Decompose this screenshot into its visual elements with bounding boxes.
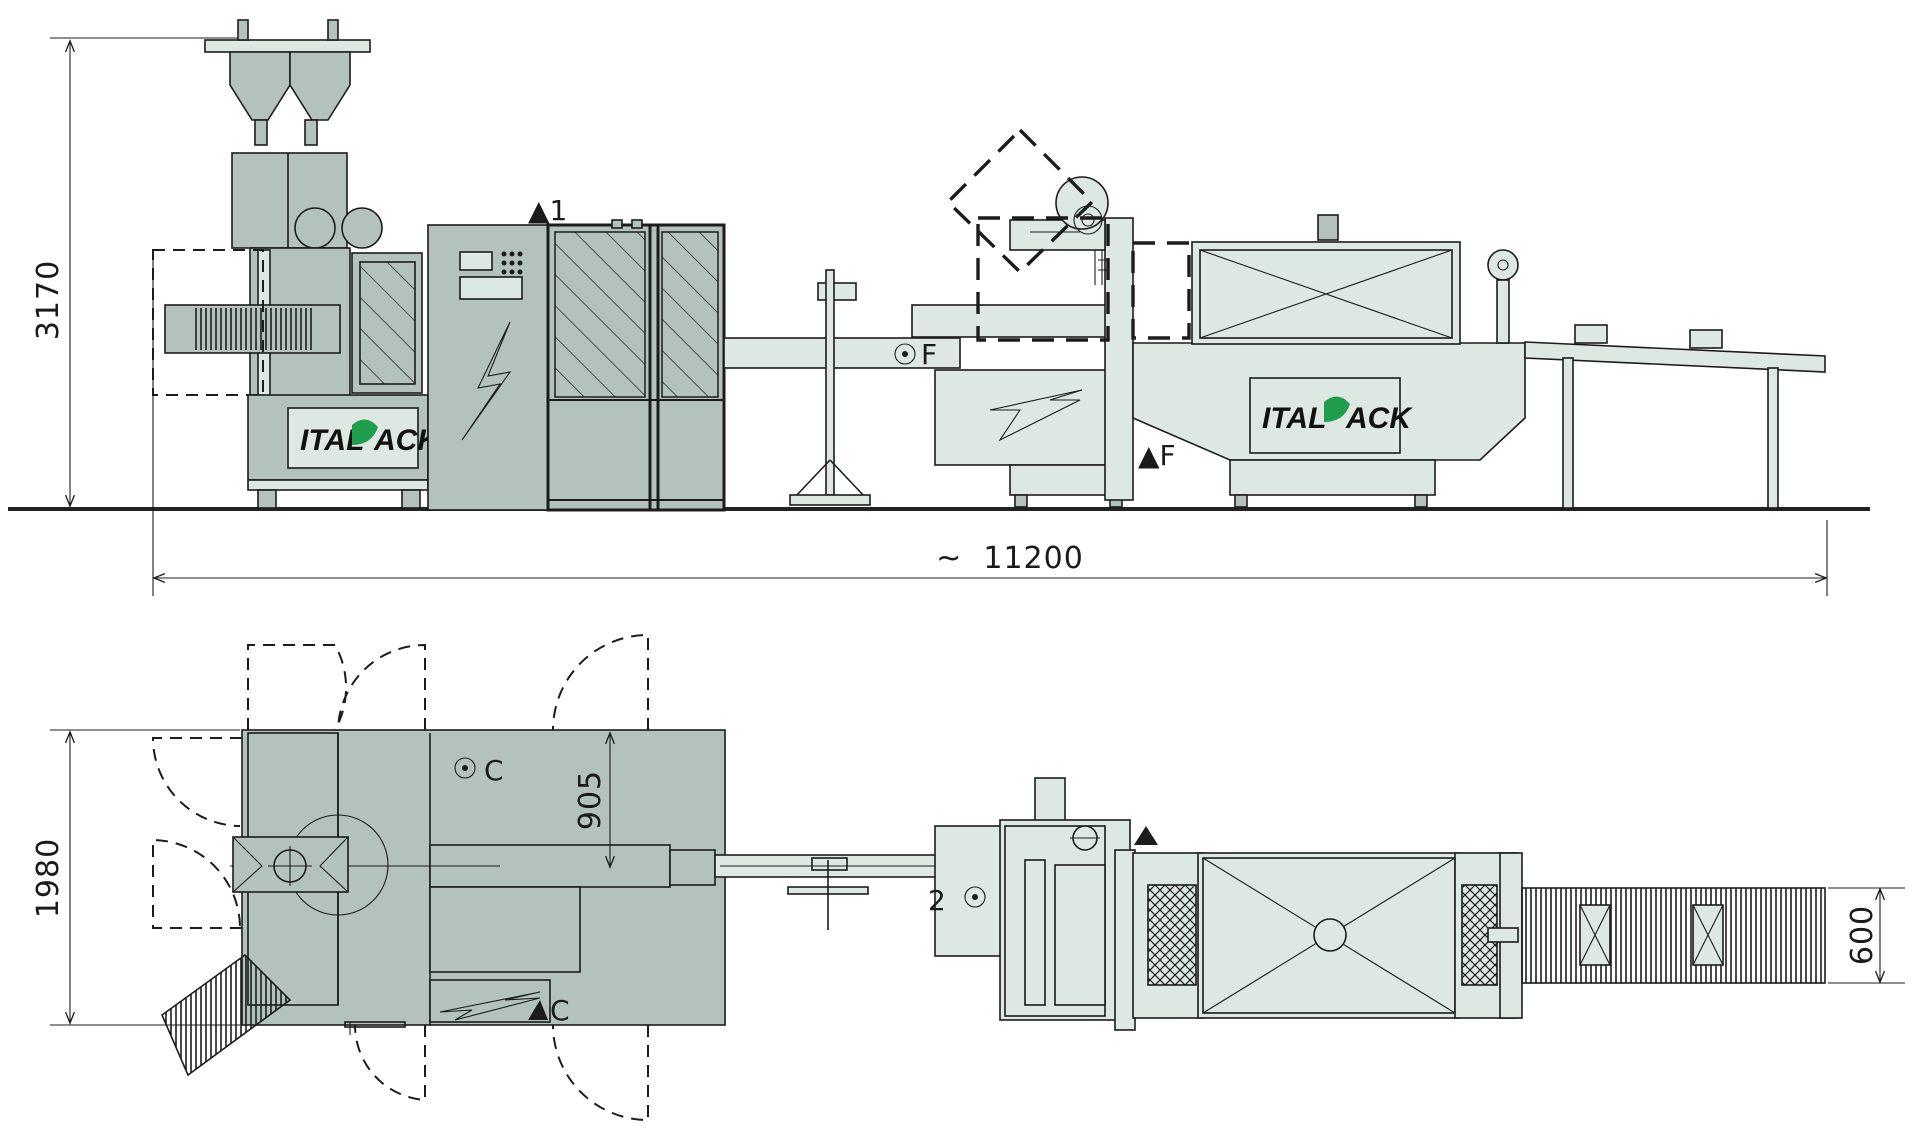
electric-hazard-icon bbox=[461, 321, 512, 441]
triangle-marker-top bbox=[1134, 826, 1158, 845]
height-dimension: 3170 bbox=[31, 37, 240, 508]
conveyor-width-label: 600 bbox=[1845, 905, 1880, 965]
door-offset-label: 905 bbox=[573, 770, 608, 830]
outfeed-conveyor-top bbox=[1521, 887, 1826, 984]
marker-C-triangle: C bbox=[550, 994, 570, 1027]
length-dimension: ~ 11200 bbox=[152, 250, 1828, 596]
filler-unit: ITAL ACK bbox=[152, 19, 441, 509]
door-offset-dimension: 905 bbox=[573, 731, 616, 869]
conveyor-width-dimension: 600 bbox=[1828, 887, 1905, 984]
logo-right-part2: ACK bbox=[1345, 402, 1413, 435]
marker-C-circle: C bbox=[484, 754, 504, 787]
length-dimension-label: ~ 11200 bbox=[936, 541, 1084, 576]
shrink-tunnel: ITAL ACK bbox=[1132, 214, 1526, 508]
logo-right-part1: ITAL bbox=[1262, 402, 1326, 435]
marker-F-triangle: ▲F bbox=[1138, 439, 1176, 472]
control-cabinet bbox=[427, 224, 549, 511]
top-view: 1980 bbox=[31, 633, 1905, 1122]
width-dimension-label: 1980 bbox=[31, 838, 66, 918]
filler-top: C C bbox=[161, 729, 726, 1077]
infeed-conveyor-top bbox=[714, 854, 991, 930]
triangle-marker-c bbox=[528, 1000, 548, 1020]
shrink-tunnel-top bbox=[1132, 852, 1523, 1019]
logo-left-mark bbox=[352, 419, 378, 445]
flow-wrapper bbox=[911, 127, 1191, 508]
outfeed-conveyor bbox=[1487, 249, 1826, 509]
marker-2: 2 bbox=[928, 884, 946, 917]
marker-1: ▲1 bbox=[528, 194, 567, 227]
guard-frame bbox=[546, 219, 726, 512]
infeed-conveyor: F bbox=[723, 269, 961, 506]
height-dimension-label: 3170 bbox=[31, 260, 66, 340]
marker-F-circle: F bbox=[921, 338, 937, 371]
logo-right-mark bbox=[1324, 396, 1350, 422]
door-swings bbox=[151, 633, 649, 1122]
floor-line bbox=[8, 507, 1870, 511]
width-dimension: 1980 bbox=[31, 729, 240, 1026]
flow-wrapper-top: 2 bbox=[928, 777, 1158, 1031]
side-view: 3170 ~ 11200 bbox=[8, 19, 1870, 596]
